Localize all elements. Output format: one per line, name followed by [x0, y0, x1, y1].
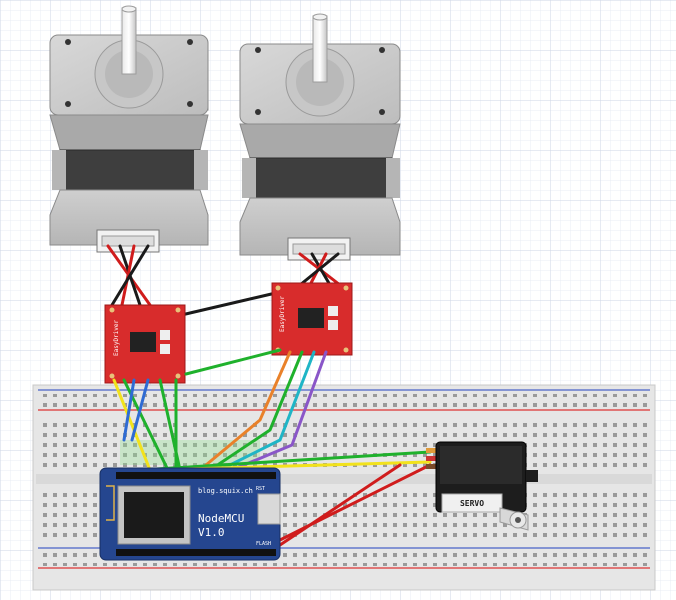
board-flash-label: FLASH: [256, 541, 271, 547]
driver-board-right: EasyDriver: [271, 282, 353, 356]
servo-motor: SERVO: [426, 441, 538, 531]
driver-left-label: EasyDriver: [113, 319, 120, 356]
board-version: V1.0: [198, 526, 225, 539]
driver-board-left: EasyDriver: [104, 304, 186, 384]
stepper-motor-right: [239, 13, 401, 261]
stepper-motor-left: [49, 5, 209, 253]
nodemcu-board: blog.squix.ch NodeMCU V1.0 RST FLASH: [99, 467, 281, 561]
driver-right-label: EasyDriver: [279, 295, 286, 332]
board-name: NodeMCU: [198, 512, 244, 525]
servo-label: SERVO: [460, 499, 484, 508]
board-url: blog.squix.ch: [198, 487, 253, 495]
board-reset-label: RST: [256, 486, 265, 492]
